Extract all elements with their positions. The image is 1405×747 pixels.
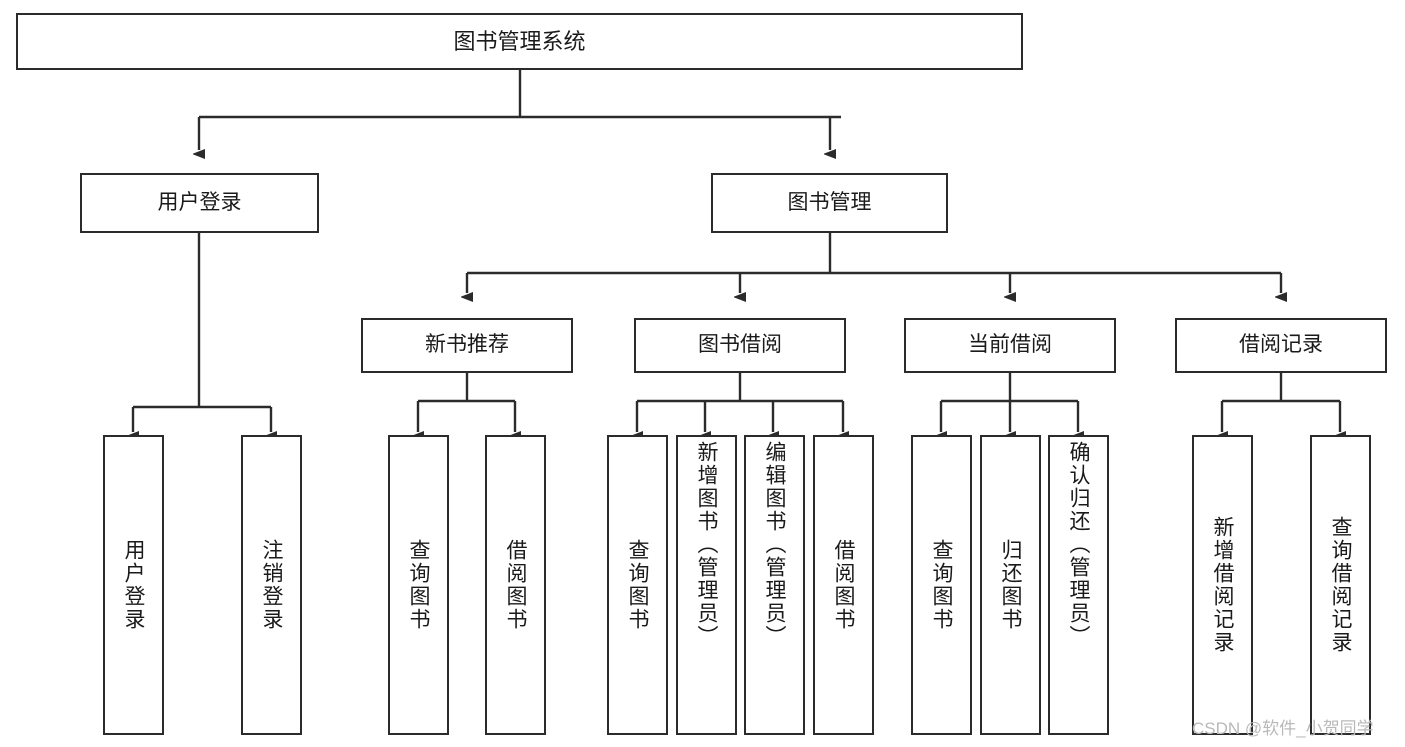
node-borrow-record-label: 借阅记录: [1239, 333, 1323, 357]
leaf-add-borrow-record-label: 新增借阅记录: [1211, 516, 1234, 654]
leaf-add-borrow-record[interactable]: 新增借阅记录: [1192, 435, 1253, 735]
leaf-query-book-borrow[interactable]: 查询图书: [607, 435, 668, 735]
leaf-borrow-book-newbook-label: 借阅图书: [504, 539, 527, 631]
leaf-query-borrow-record[interactable]: 查询借阅记录: [1310, 435, 1371, 735]
leaf-add-book-admin-label: 新增图书（管理员）: [695, 441, 718, 648]
leaf-query-borrow-record-label: 查询借阅记录: [1329, 516, 1352, 654]
leaf-return-book-label: 归还图书: [999, 539, 1022, 631]
leaf-edit-book-admin[interactable]: 编辑图书（管理员）: [744, 435, 805, 735]
node-current-borrow-label: 当前借阅: [968, 333, 1052, 357]
leaf-return-book[interactable]: 归还图书: [980, 435, 1041, 735]
node-book-borrow[interactable]: 图书借阅: [634, 318, 846, 373]
node-user-login-label: 用户登录: [157, 190, 242, 214]
leaf-user-login-label: 用户登录: [122, 539, 145, 631]
leaf-confirm-return-admin[interactable]: 确认归还（管理员）: [1048, 435, 1109, 735]
leaf-borrow-book-label: 借阅图书: [832, 539, 855, 631]
leaf-add-book-admin[interactable]: 新增图书（管理员）: [676, 435, 737, 735]
watermark: CSDN @软件_小贺同学: [1192, 719, 1374, 738]
leaf-query-book-current[interactable]: 查询图书: [911, 435, 972, 735]
leaf-logout[interactable]: 注销登录: [241, 435, 302, 735]
node-root-label: 图书管理系统: [453, 28, 586, 54]
leaf-query-book-newbook-label: 查询图书: [407, 539, 430, 631]
leaf-logout-label: 注销登录: [260, 539, 283, 631]
leaf-borrow-book[interactable]: 借阅图书: [813, 435, 874, 735]
leaf-borrow-book-newbook[interactable]: 借阅图书: [485, 435, 546, 735]
leaf-query-book-borrow-label: 查询图书: [626, 539, 649, 631]
leaf-user-login[interactable]: 用户登录: [103, 435, 164, 735]
leaf-query-book-current-label: 查询图书: [930, 539, 953, 631]
node-user-login[interactable]: 用户登录: [80, 173, 319, 233]
node-root[interactable]: 图书管理系统: [16, 13, 1023, 70]
node-current-borrow[interactable]: 当前借阅: [904, 318, 1116, 373]
node-book-management[interactable]: 图书管理: [711, 173, 948, 233]
node-new-book-recommend[interactable]: 新书推荐: [361, 318, 573, 373]
node-book-management-label: 图书管理: [787, 190, 872, 214]
leaf-confirm-return-admin-label: 确认归还（管理员）: [1067, 441, 1090, 648]
node-new-book-recommend-label: 新书推荐: [425, 333, 509, 357]
node-book-borrow-label: 图书借阅: [698, 333, 782, 357]
node-borrow-record[interactable]: 借阅记录: [1175, 318, 1387, 373]
leaf-edit-book-admin-label: 编辑图书（管理员）: [763, 441, 786, 648]
leaf-query-book-newbook[interactable]: 查询图书: [388, 435, 449, 735]
